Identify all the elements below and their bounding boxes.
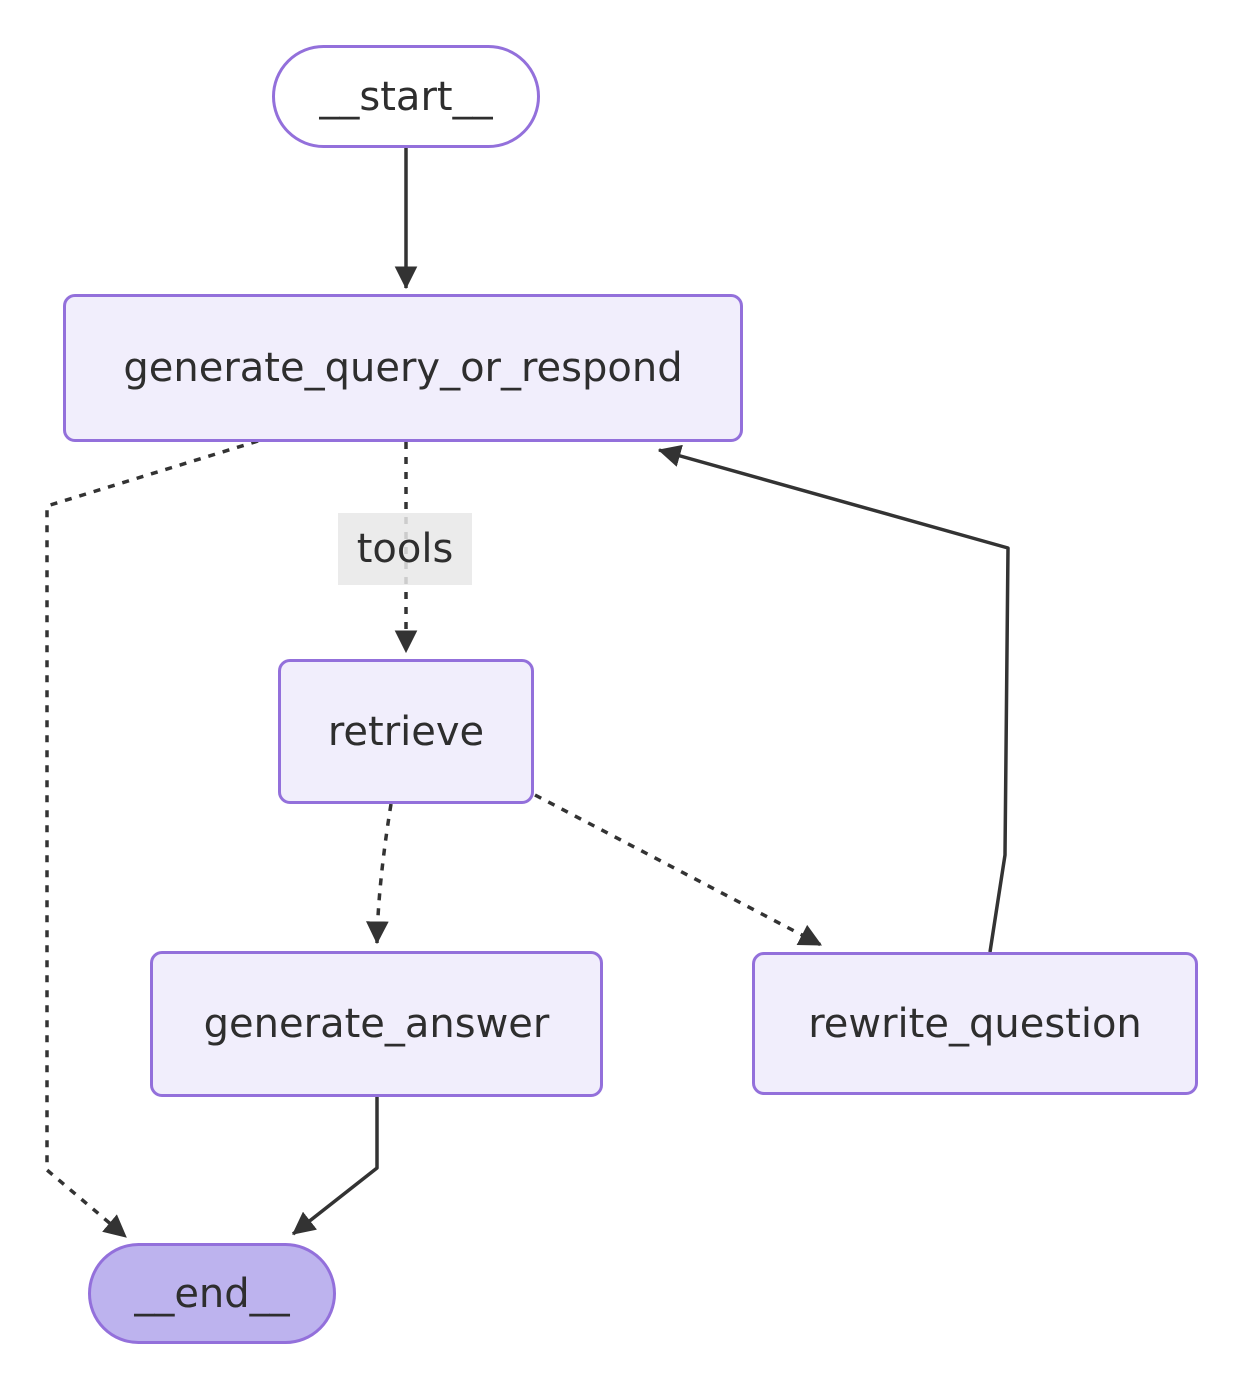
node-end: __end__ [88, 1243, 336, 1344]
edge-rewrite-question-to-generate-query-or-respond [657, 444, 1010, 953]
edge-label-tools: tools [338, 513, 472, 585]
node-retrieve-label: retrieve [327, 708, 485, 755]
node-start: __start__ [272, 45, 540, 148]
node-retrieve: retrieve [278, 659, 534, 804]
node-generate-answer-label: generate_answer [203, 1001, 550, 1047]
edge-generate-query-or-respond-to-end [45, 439, 259, 1239]
node-generate-query-or-respond-label: generate_query_or_respond [123, 345, 683, 391]
node-generate-query-or-respond: generate_query_or_respond [63, 294, 743, 442]
node-generate-answer: generate_answer [150, 951, 603, 1097]
edge-retrieve-to-rewrite-question [534, 793, 823, 947]
node-rewrite-question-label: rewrite_question [808, 1000, 1142, 1047]
edge-label-tools-text: tools [356, 526, 454, 572]
node-rewrite-question: rewrite_question [752, 952, 1198, 1095]
node-start-label: __start__ [319, 73, 493, 120]
node-end-label: __end__ [134, 1270, 290, 1317]
edge-retrieve-to-generate-answer [366, 803, 393, 945]
edge-generate-answer-to-end [291, 1097, 379, 1236]
